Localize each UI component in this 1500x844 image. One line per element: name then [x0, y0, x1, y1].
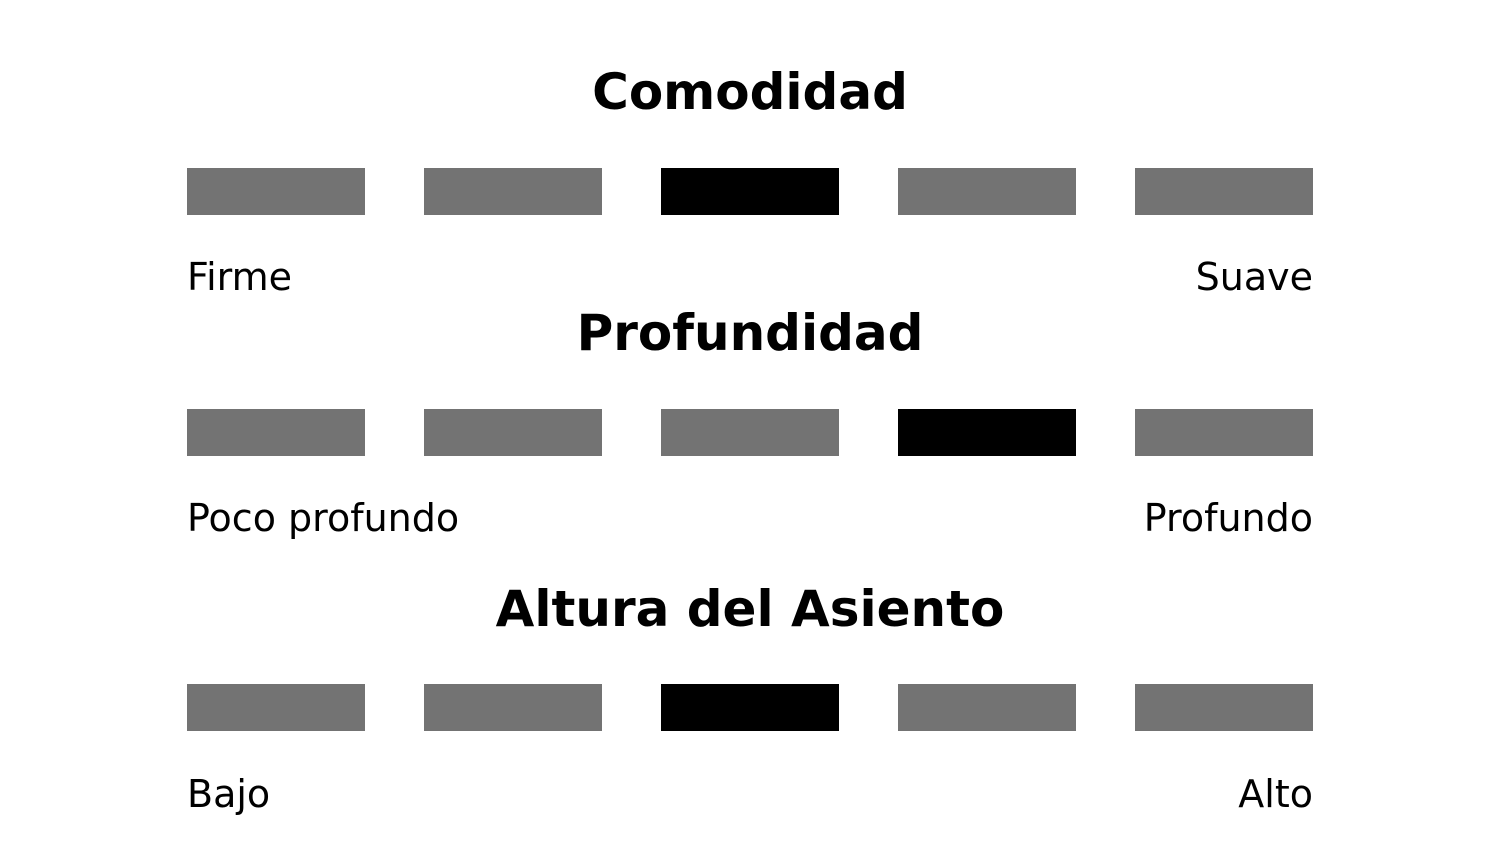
scale-title: Profundidad	[576, 304, 924, 362]
scale-segments	[187, 684, 1313, 731]
scale-segment	[187, 168, 365, 215]
scale-segment	[1135, 684, 1313, 731]
scale-segment	[424, 684, 602, 731]
scale-segment	[187, 684, 365, 731]
scale-min-label: Bajo	[187, 772, 271, 816]
scale-min-label: Poco profundo	[187, 496, 460, 540]
scale-segment-selected	[661, 684, 839, 731]
scale-title: Comodidad	[592, 63, 908, 121]
scale-segment	[424, 409, 602, 456]
scale-title: Altura del Asiento	[495, 580, 1005, 638]
scale-segment	[661, 409, 839, 456]
scale-segment	[898, 684, 1076, 731]
scale-segment	[1135, 409, 1313, 456]
scale-segment	[187, 409, 365, 456]
scale-max-label: Suave	[1195, 255, 1313, 299]
scale-min-label: Firme	[187, 255, 293, 299]
scale-segment	[1135, 168, 1313, 215]
scale-max-label: Alto	[1238, 772, 1313, 816]
scale-segments	[187, 409, 1313, 456]
scale-segment-selected	[898, 409, 1076, 456]
scale-max-label: Profundo	[1143, 496, 1313, 540]
scale-segment-selected	[661, 168, 839, 215]
scale-segments	[187, 168, 1313, 215]
scale-segment	[898, 168, 1076, 215]
scale-segment	[424, 168, 602, 215]
